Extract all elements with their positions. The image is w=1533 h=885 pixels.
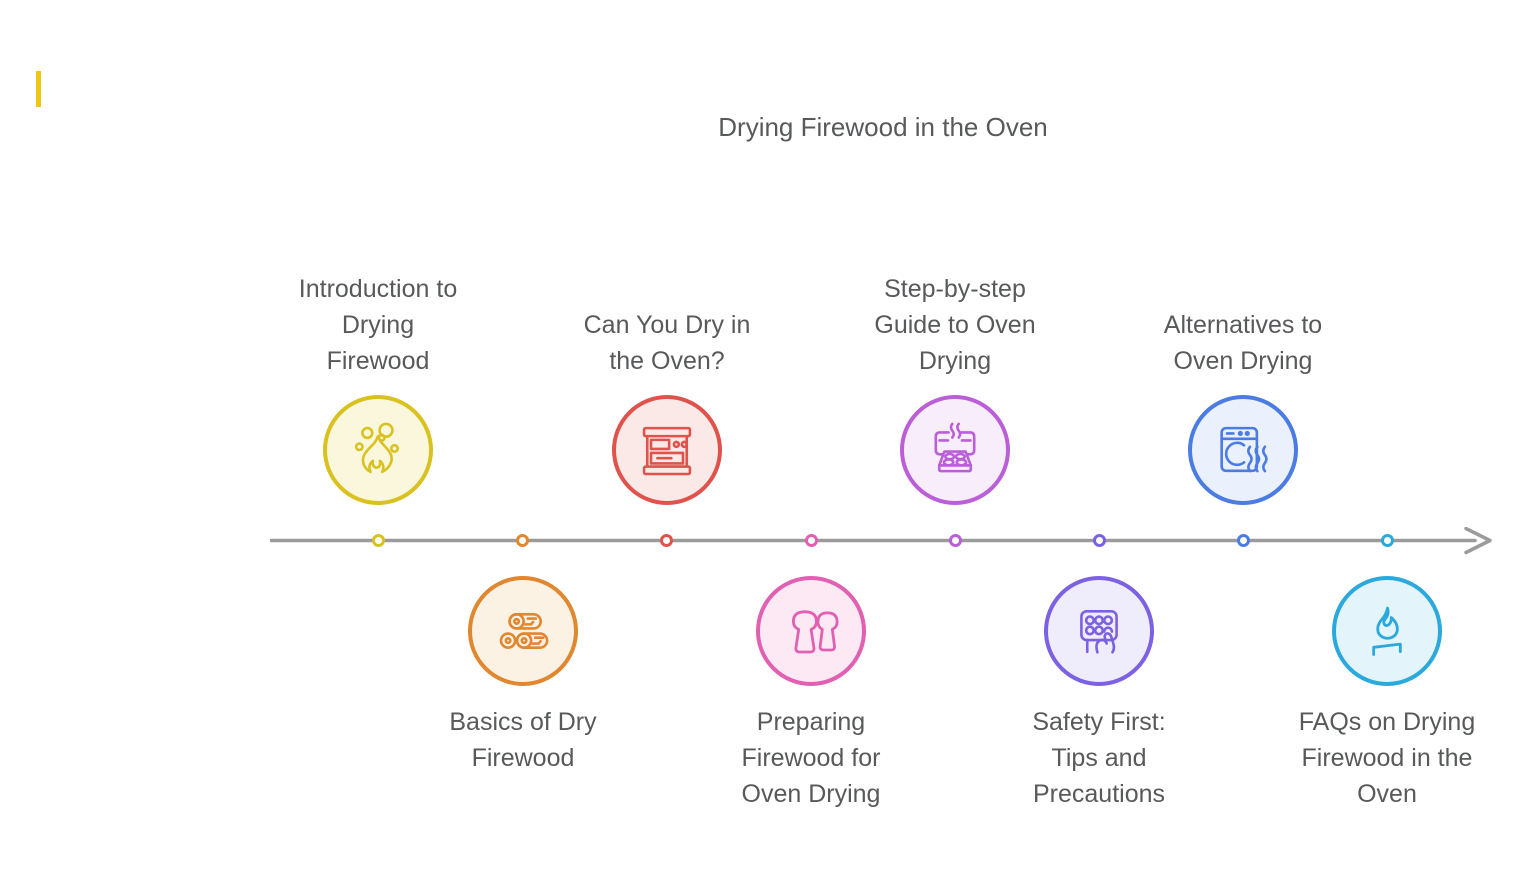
milestone-safety-first-tips-and-precautions: Safety First: Tips and Precautions <box>984 576 1214 812</box>
page-title: Drying Firewood in the Oven <box>718 112 1048 142</box>
timeline-dot-1 <box>372 534 385 547</box>
timeline-dot-4 <box>805 534 818 547</box>
milestone-can-you-dry-in-the-oven: Can You Dry in the Oven? <box>552 307 782 505</box>
timeline-dot-3 <box>660 534 673 547</box>
timeline-dot-5 <box>949 534 962 547</box>
milestone-label: Safety First: Tips and Precautions <box>1032 708 1166 808</box>
firewood-logs-icon <box>468 576 578 686</box>
milestone-label: Step-by-step Guide to Oven Drying <box>874 275 1036 375</box>
oven-tray-steam-icon <box>900 395 1010 505</box>
timeline-dot-7 <box>1237 534 1250 547</box>
text-cursor-accent <box>36 71 41 107</box>
milestone-label: Can You Dry in the Oven? <box>583 311 751 375</box>
milestone-faqs-on-drying-firewood-in-the-oven: FAQs on Drying Firewood in the Oven <box>1272 576 1502 812</box>
oven-icon <box>612 395 722 505</box>
timeline-axis <box>270 527 1495 555</box>
milestone-alternatives-to-oven-drying: Alternatives to Oven Drying <box>1128 307 1358 505</box>
milestone-label: Basics of Dry Firewood <box>449 708 597 772</box>
milestone-step-by-step-guide-to-oven-drying: Step-by-step Guide to Oven Drying <box>840 271 1070 505</box>
milestone-preparing-firewood-for-oven-drying: Preparing Firewood for Oven Drying <box>696 576 926 812</box>
timeline-dot-2 <box>516 534 529 547</box>
fire-bubbles-icon <box>323 395 433 505</box>
arrow-right-icon <box>1464 527 1492 555</box>
milestone-label: Preparing Firewood for Oven Drying <box>741 708 881 808</box>
milestone-label: Alternatives to Oven Drying <box>1163 311 1323 375</box>
milestone-introduction-to-drying-firewood: Introduction to Drying Firewood <box>263 271 493 505</box>
bread-loaves-icon <box>756 576 866 686</box>
timeline-dot-6 <box>1093 534 1106 547</box>
milestone-basics-of-dry-firewood: Basics of Dry Firewood <box>408 576 638 776</box>
flame-stand-icon <box>1332 576 1442 686</box>
timeline-dot-8 <box>1381 534 1394 547</box>
dryer-heat-icon <box>1188 395 1298 505</box>
milestone-label: Introduction to Drying Firewood <box>298 275 458 375</box>
milestone-label: FAQs on Drying Firewood in the Oven <box>1298 708 1476 808</box>
keypad-hand-icon <box>1044 576 1154 686</box>
